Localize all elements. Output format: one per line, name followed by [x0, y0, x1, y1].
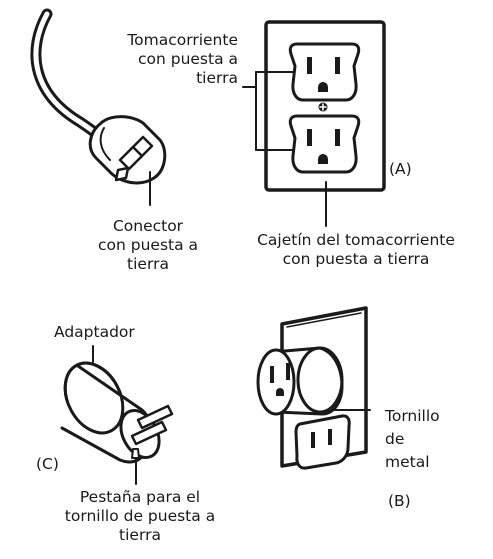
adapter-label: Adaptador — [54, 323, 135, 341]
figure-a-label: (A) — [389, 160, 412, 178]
outlet-box-label: Cajetín del tomacorriente con puesta a t… — [257, 231, 455, 268]
grounded-plug-label: Conector con puesta a tierra — [97, 217, 199, 273]
outlet-with-adapter-icon — [256, 306, 371, 470]
adapter-icon — [60, 345, 174, 485]
grounding-tab-label: Pestaña para el tornillo de puesta a tie… — [64, 488, 216, 544]
figure-c-label: (C) — [36, 455, 59, 473]
grounded-outlet-label: Tomacorriente con puesta a tierra — [127, 31, 238, 87]
duplex-outlet-icon — [242, 20, 386, 227]
metal-screw-label: Tornillo de metal — [385, 407, 440, 471]
figure-b-label: (B) — [388, 492, 411, 510]
grounded-plug-icon — [30, 8, 167, 206]
